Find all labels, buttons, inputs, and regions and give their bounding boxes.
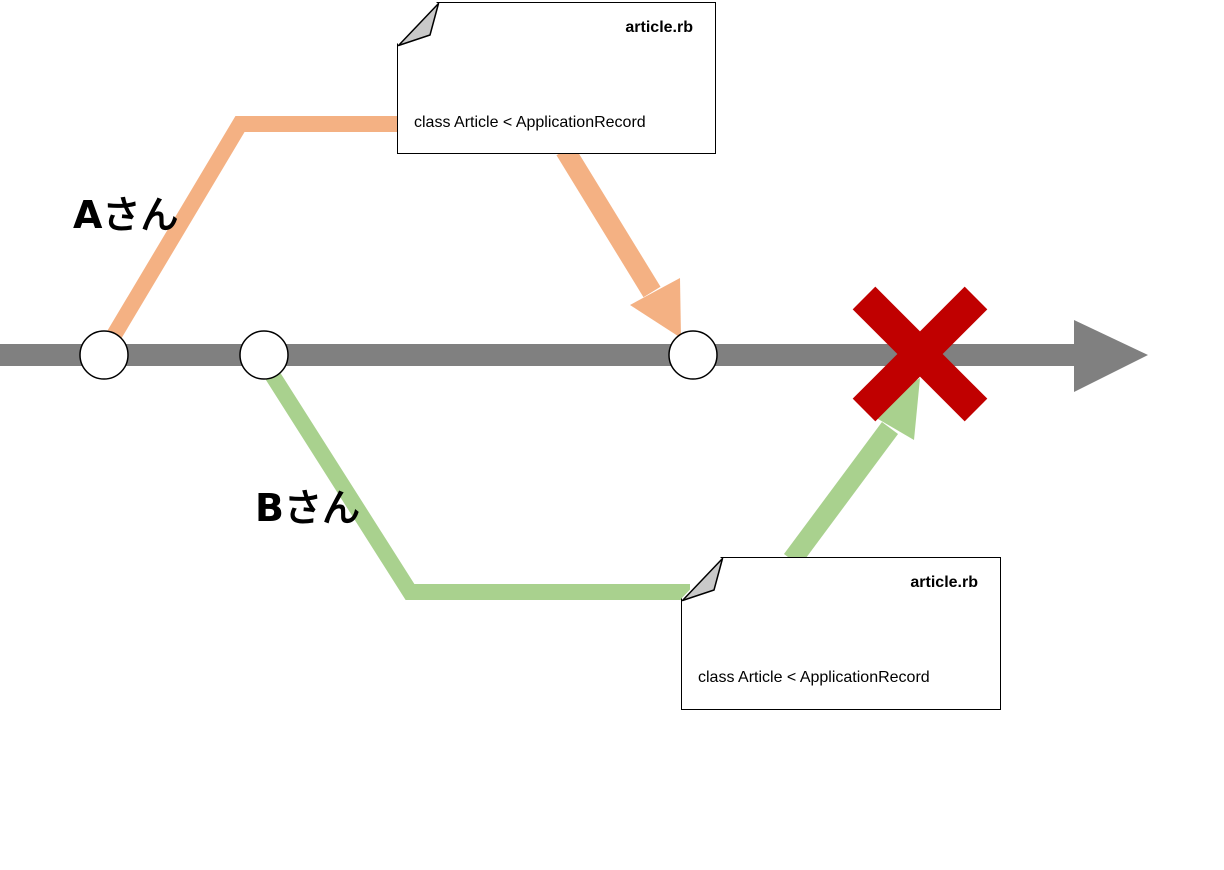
git-branch-diagram	[0, 116, 1148, 600]
branch-a-path	[97, 116, 681, 357]
note-b-filename: article.rb	[910, 574, 978, 591]
code-note-a: article.rb class Article < ApplicationRe…	[397, 2, 716, 154]
branch-b-label: Bさん	[255, 486, 360, 530]
note-b-code: class Article < ApplicationRecord valida…	[698, 622, 930, 821]
note-b-code-line: class Article < ApplicationRecord	[698, 669, 930, 686]
note-a-code: class Article < ApplicationRecord valida…	[414, 67, 646, 154]
main-timeline	[0, 320, 1148, 392]
branch-b-merge-arrowhead-icon	[866, 378, 920, 440]
commit-node-icon	[79, 330, 129, 380]
code-note-b: article.rb class Article < ApplicationRe…	[681, 557, 1001, 710]
note-a-code-line: class Article < ApplicationRecord	[414, 114, 646, 131]
note-a-filename: article.rb	[625, 19, 693, 36]
note-b-code-line: end	[698, 804, 725, 821]
conflict-x-mark-icon	[852, 286, 988, 422]
note-fold-icon	[397, 2, 439, 46]
branch-a-line	[97, 116, 400, 357]
timeline-arrowhead-icon	[1074, 320, 1148, 392]
branch-a-label: Aさん	[73, 193, 179, 237]
note-fold-icon	[681, 557, 723, 601]
x-stroke-2	[852, 286, 988, 422]
commit-nodes	[79, 330, 718, 380]
branch-b-line	[257, 357, 690, 600]
commit-node-icon	[668, 330, 718, 380]
commit-node-icon	[239, 330, 289, 380]
branch-a-merge-arrowhead-icon	[630, 278, 681, 338]
branch-b-merge-arrow-shaft	[783, 422, 899, 566]
branch-a-merge-arrow-shaft	[556, 144, 661, 298]
branch-b-path	[257, 357, 920, 600]
note-b-code-line: validates_presence_of(:title)	[698, 736, 907, 754]
